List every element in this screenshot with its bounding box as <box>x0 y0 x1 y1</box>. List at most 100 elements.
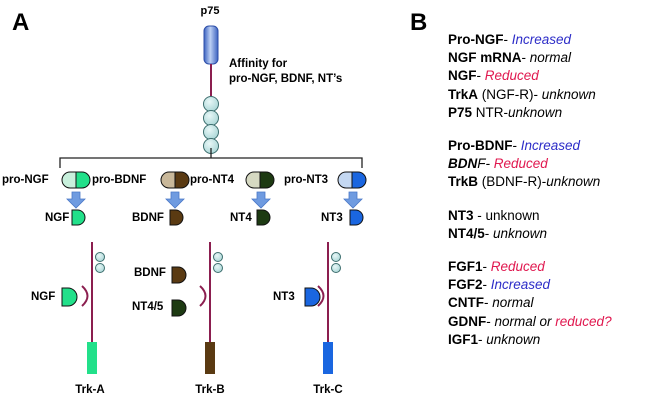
pro-nt4-label: pro-NT4 <box>190 174 235 186</box>
processing-arrows <box>66 191 363 209</box>
ngf-ligand-label: NGF <box>31 291 55 303</box>
finding-segment: unknown <box>486 331 541 347</box>
p75-label: p75 <box>201 5 220 17</box>
p75-bead <box>203 110 219 126</box>
nt3-bound-ligand <box>304 287 321 307</box>
trk-c-binding-cleft <box>317 285 325 307</box>
pro-ngf-label: pro-NGF <box>2 174 49 186</box>
finding-line: FGF2- Increased <box>448 276 648 294</box>
finding-segment: unknown <box>508 104 563 120</box>
finding-segment: NTR- <box>472 104 509 120</box>
finding-line: TrkA (NGF-R)- unknown <box>448 86 648 104</box>
trk-b-kinase-domain <box>205 342 215 374</box>
ngf-shape <box>71 209 86 226</box>
finding-segment: - unknown <box>473 207 540 223</box>
finding-line: CNTF- normal <box>448 294 648 312</box>
nt45-ligand-label: NT4/5 <box>132 301 164 313</box>
trk-a-binding-cleft <box>81 285 89 307</box>
nt3-ligand-label: NT3 <box>273 291 295 303</box>
trk-c-label: Trk-C <box>313 384 342 396</box>
trk-b-ig-domain <box>213 263 223 273</box>
finding-segment: Increased <box>520 138 581 154</box>
affinity-text-line2: pro-NGF, BDNF, NT’s <box>229 73 342 85</box>
finding-segment: - <box>484 225 494 241</box>
finding-segment: unknown <box>546 174 601 190</box>
finding-segment: Pro-BDNF <box>448 138 513 154</box>
trk-b-ig-domain <box>213 252 223 262</box>
ligand-bracket <box>59 148 363 168</box>
pro-nt4-shape-prodomain <box>245 171 261 189</box>
finding-segment: Reduced <box>490 259 545 275</box>
finding-segment: TrkB <box>448 174 479 190</box>
finding-segment: reduced? <box>555 313 612 329</box>
finding-segment: NGF mRNA <box>448 50 522 66</box>
finding-line: TrkB (BDNF-R)-unknown <box>448 173 648 191</box>
p75-bead-chain <box>203 96 219 154</box>
finding-segment: normal <box>529 50 572 66</box>
finding-segment: IGF1 <box>448 331 479 347</box>
pro-nt3-shape-mature-domain <box>351 171 367 189</box>
p75-receptor-body <box>203 25 219 65</box>
finding-segment: Reduced <box>484 68 539 84</box>
panel-a-letter: A <box>12 9 30 36</box>
bdnf-bound-ligand <box>171 266 187 284</box>
finding-segment: unknown <box>493 225 548 241</box>
finding-segment: normal <box>492 295 534 311</box>
finding-segment: FGF2 <box>448 277 483 293</box>
trk-b-binding-cleft <box>199 285 207 307</box>
nt3-shape <box>349 209 364 226</box>
finding-segment: BDN <box>448 156 478 172</box>
processing-arrow <box>251 191 271 209</box>
processing-arrow <box>66 191 86 209</box>
finding-segment: P75 <box>448 104 473 120</box>
finding-segment: TrkA <box>448 86 479 102</box>
finding-segment: NT3 <box>448 207 474 223</box>
affinity-text-line1: Affinity for <box>229 58 288 70</box>
trk-c-kinase-domain <box>323 342 333 374</box>
mature-neurotrophin-shapes <box>71 209 364 226</box>
bdnf-ligand-label: BDNF <box>134 267 166 279</box>
pro-nt4-shape-mature-domain <box>259 171 275 189</box>
pro-bdnf-shape-mature-domain <box>174 171 190 189</box>
pro-ngf-shape-mature-domain <box>75 171 91 189</box>
finding-segment: - <box>482 277 491 293</box>
pro-nt3-label: pro-NT3 <box>284 174 328 186</box>
pro-neurotrophin-shapes <box>61 171 367 189</box>
bdnf-label: BDNF <box>132 212 164 224</box>
trk-c-ig-domain <box>331 252 341 262</box>
nt3-label: NT3 <box>321 212 343 224</box>
pro-bdnf-shape-prodomain <box>160 171 176 189</box>
finding-line: P75 NTR-unknown <box>448 104 648 122</box>
nt45-bound-ligand <box>171 299 187 317</box>
finding-segment: Pro-NGF <box>448 32 504 47</box>
finding-line: IGF1- unknown <box>448 331 648 349</box>
finding-segment: - <box>482 259 491 275</box>
finding-line: BDNF- Reduced <box>448 155 648 173</box>
trk-c-ig-domain <box>331 263 341 273</box>
panel-b-letter: B <box>410 9 428 36</box>
finding-segment: - <box>486 313 495 329</box>
finding-line: Pro-BDNF- Increased <box>448 137 648 155</box>
p75-bead <box>203 96 219 112</box>
finding-segment: - <box>484 295 493 311</box>
finding-segment: NGF <box>448 68 477 84</box>
pro-bdnf-label: pro-BDNF <box>92 174 146 186</box>
finding-segment: GDNF <box>448 313 487 329</box>
bdnf-shape <box>169 209 184 226</box>
finding-segment: FGF1 <box>448 259 483 275</box>
processing-arrow <box>165 191 185 209</box>
finding-line: FGF1- Reduced <box>448 258 648 276</box>
finding-segment: - <box>478 331 487 347</box>
processing-arrow <box>343 191 363 209</box>
finding-segment: - <box>521 50 530 66</box>
trk-a-ig-domain <box>95 263 105 273</box>
finding-segment: Increased <box>511 32 572 47</box>
finding-segment: Reduced <box>493 156 548 172</box>
finding-segment: Increased <box>490 277 551 293</box>
trk-a-label: Trk-A <box>75 384 104 396</box>
